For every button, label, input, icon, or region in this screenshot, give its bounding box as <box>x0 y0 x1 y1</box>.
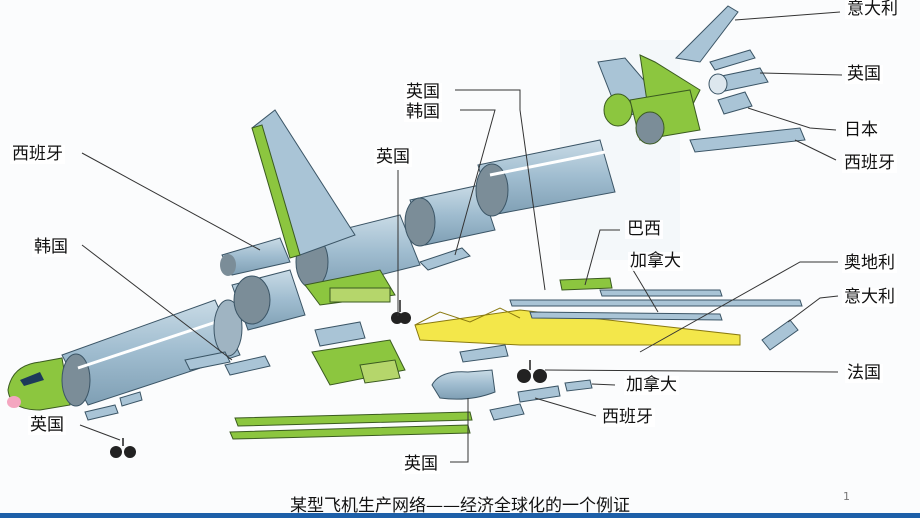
label-italy-top: 意大利 <box>845 0 900 19</box>
label-canada-low: 加拿大 <box>624 375 679 395</box>
label-uk-left-low: 英国 <box>28 415 66 435</box>
figure-caption: 某型飞机生产网络——经济全球化的一个例证 <box>290 496 630 516</box>
label-italy-mid: 意大利 <box>842 287 897 307</box>
label-korea-left: 韩国 <box>32 237 70 257</box>
engine-pod-left <box>220 237 291 276</box>
rear-fuselage-2 <box>475 139 616 217</box>
label-uk-stack: 英国 <box>404 82 442 102</box>
nose-cone <box>7 357 71 411</box>
mid-forward-fuselage <box>231 269 306 331</box>
engine-nacelle <box>431 369 496 400</box>
page-number: 1 <box>843 490 850 503</box>
landing-gear <box>110 300 547 458</box>
main-wing <box>414 307 741 346</box>
forward-fuselage <box>61 299 243 407</box>
green-strips <box>229 277 613 440</box>
label-uk-bottom: 英国 <box>402 454 440 474</box>
tail-fin-left <box>251 109 356 259</box>
label-spain-left: 西班牙 <box>10 144 65 164</box>
tail-engine-assembly <box>597 54 701 145</box>
label-brazil: 巴西 <box>625 219 663 239</box>
label-spain-right: 西班牙 <box>842 153 897 173</box>
label-canada-mid: 加拿大 <box>628 251 683 271</box>
label-france: 法国 <box>845 363 883 383</box>
tail-small-parts <box>674 5 806 153</box>
label-uk-center: 英国 <box>374 147 412 167</box>
label-uk-right: 英国 <box>845 64 883 84</box>
label-japan: 日本 <box>842 120 880 140</box>
label-spain-low: 西班牙 <box>600 407 655 427</box>
label-korea-stack: 韩国 <box>404 102 442 122</box>
rear-fuselage-1 <box>404 184 496 247</box>
leader-lines <box>79 11 843 463</box>
label-austria: 奥地利 <box>842 253 897 273</box>
bottom-accent-bar <box>0 513 920 518</box>
misc-panels <box>84 247 593 421</box>
floor-panel <box>311 339 406 386</box>
